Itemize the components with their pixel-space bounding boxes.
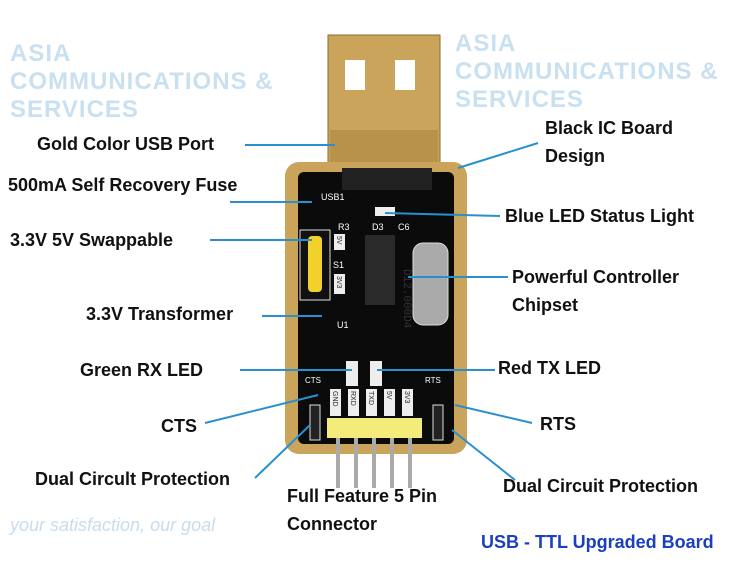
u1-mark: U1 [337, 320, 349, 330]
watermark-tagline: your satisfaction, our goal [10, 515, 216, 535]
rts-mark: RTS [425, 376, 441, 385]
pin-txd-mark: TXD [367, 391, 374, 405]
label-cts: CTS [161, 416, 197, 436]
crystal-mark: D12.000D4 [400, 269, 412, 329]
label-protection-left: Dual Circult Protection [35, 469, 231, 489]
pin-rxd-mark: RXD [349, 391, 356, 406]
pin-3v3-mark: 3V3 [403, 391, 410, 404]
cts-mark: CTS [305, 376, 321, 385]
label-controller-1: Powerful Controller [512, 267, 680, 287]
label-controller-2: Chipset [512, 295, 579, 315]
r3-mark: R3 [338, 222, 350, 232]
label-transformer: 3.3V Transformer [86, 304, 234, 324]
s1-mark: S1 [333, 260, 344, 270]
pin-5v-mark: 5V [385, 391, 392, 400]
leader-lines [204, 142, 539, 481]
label-rx-led: Green RX LED [80, 360, 204, 380]
pin-gnd-mark: GND [331, 391, 338, 407]
label-status-led: Blue LED Status Light [505, 206, 694, 226]
pcb-board [285, 162, 467, 488]
switch-5v-mark: 5V [335, 236, 342, 245]
label-ic-board-1: Black IC Board [545, 118, 674, 138]
label-usb-port: Gold Color USB Port [37, 134, 214, 154]
usb1-mark: USB1 [321, 192, 345, 202]
d3-mark: D3 [372, 222, 384, 232]
watermark-brand: ASIA COMMUNICATIONS & SERVICES [10, 40, 274, 123]
label-rts: RTS [540, 414, 576, 434]
footer-title: USB - TTL Upgraded Board [481, 532, 714, 552]
label-connector-1: Full Feature 5 Pin [287, 486, 438, 506]
c6-mark: C6 [398, 222, 410, 232]
watermark-brand-top: ASIA COMMUNICATIONS & SERVICES [455, 30, 719, 113]
label-fuse: 500mA Self Recovery Fuse [8, 175, 238, 195]
label-ic-board-2: Design [545, 146, 606, 166]
switch-3v3-mark: 3V3 [335, 276, 342, 289]
label-tx-led: Red TX LED [498, 358, 602, 378]
label-connector-2: Connector [287, 514, 377, 534]
label-protection-right: Dual Circuit Protection [503, 476, 699, 496]
label-swappable: 3.3V 5V Swappable [10, 230, 174, 250]
